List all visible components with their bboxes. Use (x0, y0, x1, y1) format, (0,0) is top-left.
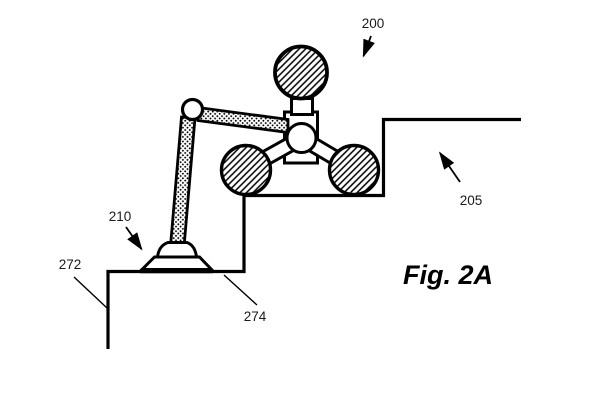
label-205-text: 205 (460, 193, 483, 208)
label-205-arrow (438, 151, 461, 183)
figure-caption: Fig. 2A (403, 260, 493, 290)
label-210-arrow (125, 226, 143, 251)
head-circle (273, 44, 329, 101)
label-272-leader (73, 276, 108, 309)
right-wheel-circle (327, 143, 381, 197)
label-274-leader (223, 274, 258, 306)
foot-base (138, 255, 216, 271)
neck-rect (290, 97, 314, 116)
left-wheel-circle (219, 143, 273, 197)
robot-device (138, 44, 381, 274)
label-210-text: 210 (109, 209, 132, 224)
label-200-arrow (362, 35, 375, 58)
hip-joint-circle (285, 122, 318, 154)
shoulder-joint-circle (180, 97, 205, 122)
lower-arm-segment (168, 115, 197, 249)
label-272-text: 272 (59, 257, 82, 272)
foot-dome (155, 241, 199, 259)
upper-arm-segment (196, 105, 290, 135)
label-274-text: 274 (244, 309, 267, 324)
label-200-text: 200 (362, 16, 385, 31)
